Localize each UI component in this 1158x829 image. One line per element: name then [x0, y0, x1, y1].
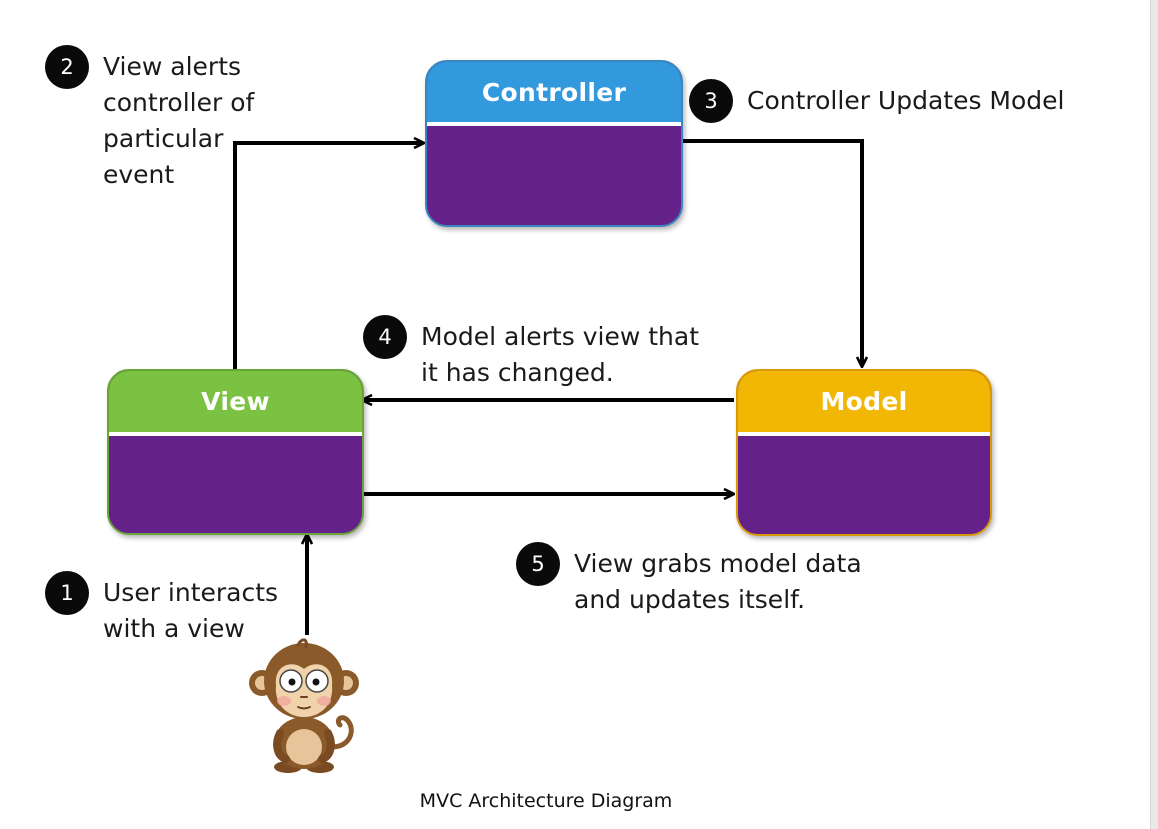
view-box-title: View [109, 371, 362, 432]
step-5-line: and updates itself. [574, 585, 806, 614]
model-box-divider [738, 432, 990, 436]
step-5-line: View grabs model data [574, 549, 862, 578]
step-1-line: User interacts [103, 578, 279, 607]
arrow-view-to-controller [233, 143, 423, 369]
step-3-line: Controller Updates Model [747, 86, 1065, 115]
step-2-line: particular [103, 124, 224, 153]
controller-box-title: Controller [427, 62, 681, 122]
step-3-badge: 3 [689, 79, 733, 123]
step-5-badge: 5 [516, 542, 560, 586]
step-4-line: Model alerts view that [421, 322, 699, 351]
step-4-badge: 4 [363, 315, 407, 359]
step-1-badge: 1 [45, 571, 89, 615]
step-4-line: it has changed. [421, 358, 614, 387]
model-box: Model [736, 369, 992, 536]
step-2-badge: 2 [45, 45, 89, 89]
step-4-text: Model alerts view that it has changed. [421, 319, 699, 391]
controller-box-divider [427, 122, 681, 126]
diagram-caption: MVC Architecture Diagram [419, 790, 673, 812]
step-2-text: View alerts controller of particular eve… [103, 49, 254, 193]
controller-box-body [427, 126, 681, 225]
step-1-line: with a view [103, 614, 245, 643]
controller-box: Controller [425, 60, 683, 227]
view-box-body [109, 436, 362, 533]
step-2-line: event [103, 160, 175, 189]
step-5-text: View grabs model data and updates itself… [574, 546, 862, 618]
model-box-title: Model [738, 371, 990, 432]
step-2-line: View alerts [103, 52, 242, 81]
model-box-body [738, 436, 990, 534]
step-1-text: User interacts with a view [103, 575, 278, 647]
step-2-line: controller of [103, 88, 255, 117]
page-edge-strip [1150, 0, 1158, 829]
view-box: View [107, 369, 364, 535]
monkey-icon [249, 638, 359, 773]
arrow-controller-to-model [681, 139, 862, 366]
view-box-divider [109, 432, 362, 436]
step-3-text: Controller Updates Model [747, 83, 1065, 119]
